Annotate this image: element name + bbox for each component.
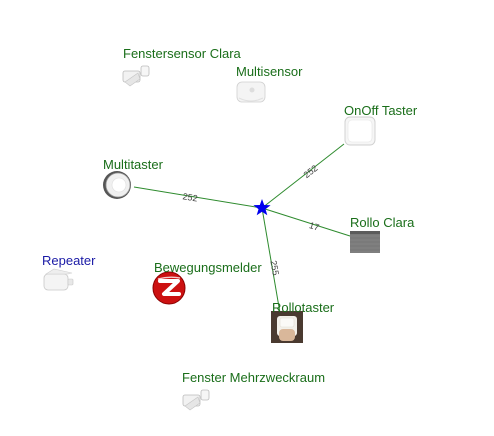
node-label: Fenster Mehrzweckraum (182, 370, 325, 385)
node-fenster-mehrzweckraum[interactable]: Fenster Mehrzweckraum (182, 370, 325, 411)
edge-link-multitaster (133, 186, 263, 209)
roller-blind-icon (350, 231, 380, 253)
node-label: Fenstersensor Clara (123, 46, 242, 61)
repeater-plug-icon (43, 268, 74, 291)
edge-lqi-label: 252 (182, 191, 198, 203)
node-fenstersensor-clara[interactable]: Fenstersensor Clara (122, 46, 242, 87)
square-button-icon (344, 116, 376, 146)
node-repeater[interactable]: Repeater (42, 253, 96, 291)
wall-switch-photo-icon (271, 311, 303, 343)
edge-link-onoff-taster (261, 143, 345, 209)
node-rollotaster[interactable]: Rollotaster (271, 300, 335, 343)
round-dial-icon (103, 171, 131, 199)
node-multitaster[interactable]: Multitaster (103, 157, 164, 199)
window-sensor-icon (182, 389, 210, 411)
node-bewegungsmelder[interactable]: Bewegungsmelder (152, 260, 262, 305)
coordinator-layer (253, 199, 271, 216)
edge-lqi-label: 255 (268, 260, 280, 277)
node-label: Rollo Clara (350, 215, 415, 230)
edge-link-rollo-clara (261, 207, 351, 237)
edge-link-rollotaster (261, 207, 281, 314)
edge-lqi-label: 17 (308, 220, 321, 233)
node-label: Rollotaster (272, 300, 335, 315)
window-sensor-icon (122, 65, 150, 87)
node-label: Repeater (42, 253, 96, 268)
node-label: Multitaster (103, 157, 164, 172)
motion-sensor-icon (236, 81, 266, 103)
node-onoff-taster[interactable]: OnOff Taster (344, 103, 418, 146)
node-rollo-clara[interactable]: Rollo Clara (350, 215, 415, 253)
star-icon[interactable] (253, 199, 271, 216)
node-label: OnOff Taster (344, 103, 418, 118)
node-label: Multisensor (236, 64, 303, 79)
zigbee-logo-icon (152, 271, 186, 305)
node-label: Bewegungsmelder (154, 260, 262, 275)
node-multisensor[interactable]: Multisensor (236, 64, 303, 103)
